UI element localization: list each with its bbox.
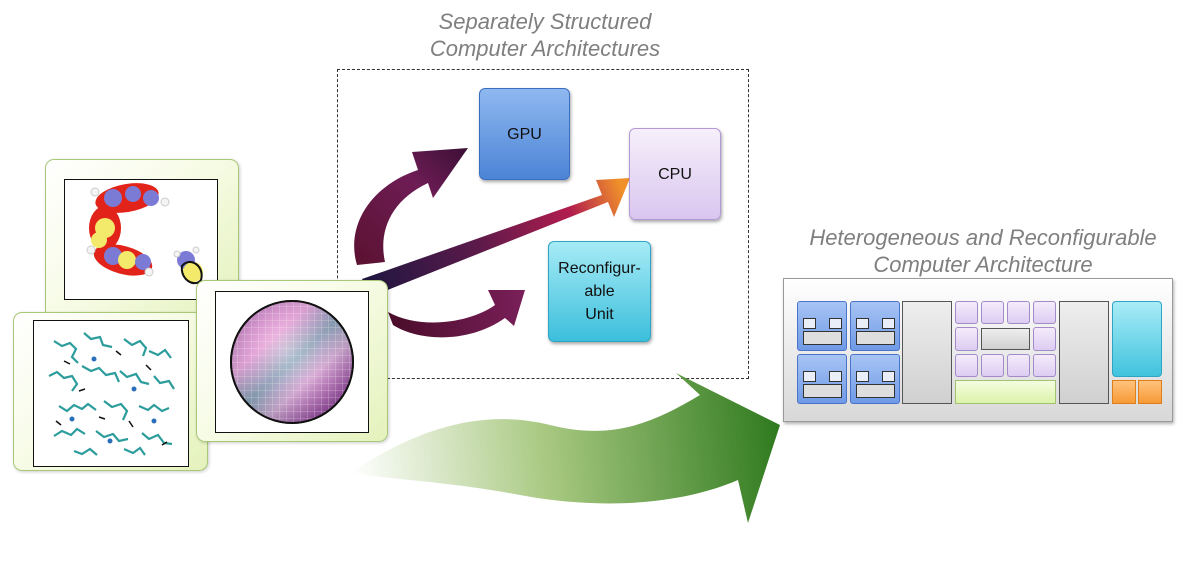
gpu-core-tile	[850, 301, 900, 351]
molecule-image-frame	[64, 179, 218, 300]
molecule-card	[45, 159, 239, 319]
big-transition-arrow	[352, 373, 780, 523]
arrow-to-cpu	[362, 178, 630, 297]
separate-architectures-box	[337, 69, 749, 379]
reconf-label-line3: Unit	[585, 306, 614, 323]
logic-cell	[981, 354, 1004, 377]
separate-title-line2: Computer Architectures	[429, 36, 661, 61]
logic-cell	[1033, 327, 1056, 351]
reconfigurable-block	[1112, 301, 1162, 377]
io-cell	[1138, 380, 1162, 404]
gpu-unit: GPU	[479, 88, 570, 180]
gpu-core-bar	[856, 384, 895, 398]
reconf-label-line1: Reconfigur-	[558, 260, 641, 277]
gpu-core-tile	[850, 354, 900, 404]
gpu-core-cell	[856, 318, 869, 329]
separate-title-line1: Separately Structured	[438, 9, 652, 34]
silicon-wafer-icon	[230, 300, 354, 424]
reconf-label-line2: able	[584, 283, 615, 300]
cpu-unit: CPU	[629, 128, 721, 220]
gpu-core-cell	[882, 318, 895, 329]
logic-cell	[1007, 354, 1030, 377]
gpu-core-cell	[803, 318, 816, 329]
interconnect-bar	[955, 380, 1056, 404]
logic-cell	[1033, 301, 1056, 324]
logic-cell	[1007, 301, 1030, 324]
reconfigurable-unit: Reconfigur- able Unit	[548, 241, 651, 342]
gpu-core-cell	[856, 371, 869, 382]
gpu-label: GPU	[507, 125, 542, 143]
gpu-core-cell	[803, 371, 816, 382]
logic-cell	[981, 301, 1004, 324]
gpu-core-tile	[797, 301, 847, 351]
gpu-core-cell	[829, 371, 842, 382]
hetero-title-line2: Computer Architecture	[873, 252, 1093, 277]
gpu-core-bar	[803, 331, 842, 345]
molecular-crystal-icon	[48, 332, 175, 456]
gpu-core-cell	[882, 371, 895, 382]
arrow-to-gpu	[354, 148, 468, 265]
logic-cell	[955, 354, 978, 377]
crystal-image-frame	[33, 320, 189, 467]
gpu-core-tile	[797, 354, 847, 404]
molecule-icon	[86, 183, 203, 285]
io-cell	[1112, 380, 1136, 404]
gpu-core-bar	[856, 331, 895, 345]
crystal-card	[13, 312, 208, 471]
memory-block	[902, 301, 952, 404]
wafer-card	[196, 280, 388, 442]
logic-cell	[955, 327, 978, 351]
separate-architectures-title: Separately Structured Computer Architect…	[370, 8, 720, 62]
logic-cell	[955, 301, 978, 324]
logic-cell	[1033, 354, 1056, 377]
memory-block	[1059, 301, 1109, 404]
wafer-image-frame	[215, 291, 369, 433]
heterogeneous-architecture-box	[783, 278, 1173, 422]
heterogeneous-architecture-title: Heterogeneous and Reconfigurable Compute…	[778, 224, 1188, 278]
gpu-core-cell	[829, 318, 842, 329]
logic-center-block	[981, 328, 1030, 350]
arrow-to-reconfigurable	[388, 290, 525, 338]
hetero-title-line1: Heterogeneous and Reconfigurable	[809, 225, 1157, 250]
cpu-label: CPU	[658, 165, 692, 183]
gpu-core-bar	[803, 384, 842, 398]
